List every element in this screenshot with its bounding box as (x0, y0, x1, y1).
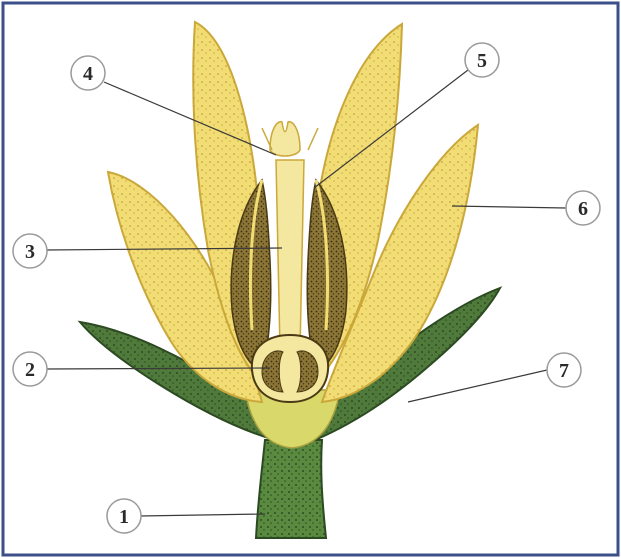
callout-4: 4 (71, 56, 105, 90)
stem (256, 440, 326, 538)
callout-label-7: 7 (559, 360, 569, 382)
callout-label-4: 4 (83, 63, 93, 85)
callout-7: 7 (547, 353, 581, 387)
callout-2: 2 (13, 352, 47, 386)
callout-label-5: 5 (477, 50, 487, 72)
callout-6: 6 (566, 191, 600, 225)
callout-label-3: 3 (25, 241, 35, 263)
callout-label-6: 6 (578, 198, 588, 220)
callout-1: 1 (107, 499, 141, 533)
callout-label-2: 2 (25, 359, 35, 381)
callout-5: 5 (465, 43, 499, 77)
callout-3: 3 (13, 234, 47, 268)
callout-label-1: 1 (119, 506, 129, 528)
